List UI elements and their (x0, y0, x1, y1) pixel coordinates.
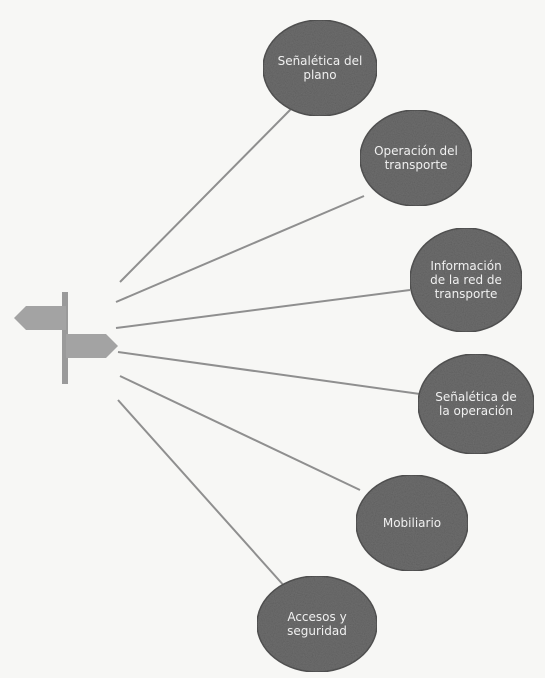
node-label: Información (430, 259, 501, 273)
node-label: Señalética de (435, 390, 516, 404)
node-label: transporte (385, 158, 448, 172)
node-ellipse (355, 474, 469, 572)
connector-accesos-seguridad (117, 399, 287, 589)
node-ellipse (409, 227, 523, 333)
node-label: Señalética del (278, 54, 363, 68)
connector-lines (115, 107, 421, 589)
connector-operacion-transporte (115, 195, 365, 303)
node-ellipse (256, 575, 378, 673)
node-label: Accesos y (287, 610, 346, 624)
signpost-arrow-right (66, 334, 118, 358)
connector-senaletica-operacion (117, 351, 421, 395)
node-label: Operación del (374, 144, 458, 158)
node-label: de la red de (430, 273, 502, 287)
signpost-arrow-left (14, 306, 66, 330)
node-label: plano (303, 68, 336, 82)
node-label: transporte (435, 287, 498, 301)
node-label: Mobiliario (383, 516, 441, 530)
connector-mobiliario (119, 375, 361, 491)
connector-informacion-red (115, 289, 411, 329)
node-label: la operación (439, 404, 513, 418)
signpost-pole (62, 292, 68, 384)
signpost-icon (14, 292, 118, 384)
node-ellipse (359, 109, 473, 207)
node-ellipse (417, 353, 535, 455)
connector-senaletica-planta (119, 107, 293, 283)
node-mobiliario: Mobiliario (355, 474, 469, 572)
node-label: seguridad (287, 624, 347, 638)
node-ellipse (262, 19, 378, 117)
